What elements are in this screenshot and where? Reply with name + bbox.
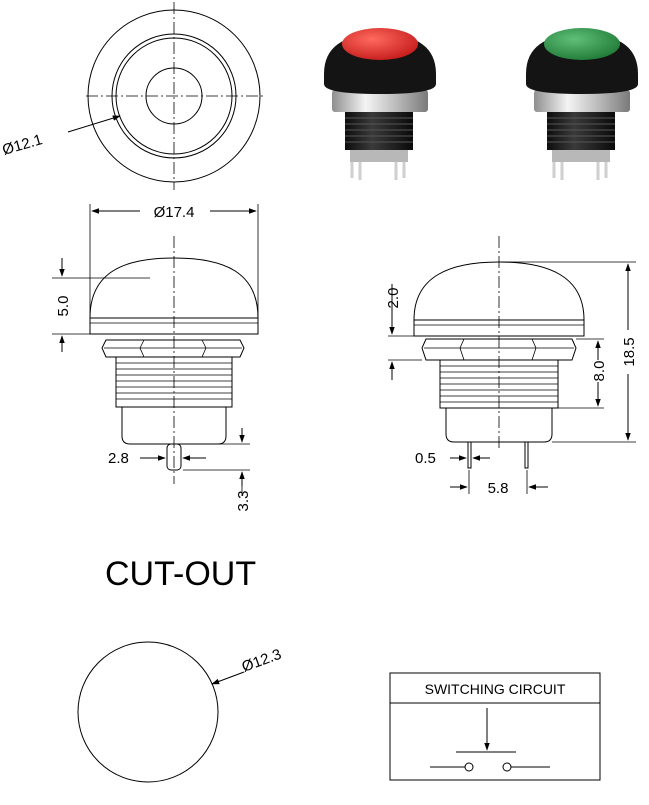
- right-cap-height-label: 2.0: [385, 288, 402, 309]
- circuit-terminal-right: [502, 762, 512, 772]
- right-hex-nut: [421, 338, 577, 361]
- switching-circuit-box: SWITCHING CIRCUIT: [389, 672, 601, 781]
- thread-length-label: 8.0: [591, 361, 608, 382]
- cap-height-label: 5.0: [55, 296, 72, 317]
- circuit-title: SWITCHING CIRCUIT: [425, 681, 566, 697]
- side-view-left: Ø17.4 5.0 2.8: [52, 204, 259, 512]
- pin-thickness-label: 0.5: [415, 450, 436, 467]
- red-switch-cap: [342, 28, 418, 60]
- right-terminal-pin-left: [467, 441, 472, 469]
- ring-diameter-leader: [67, 115, 121, 133]
- red-switch-terminals: [350, 160, 406, 180]
- circuit-terminal-left: [464, 762, 474, 772]
- red-switch-nut: [332, 90, 428, 112]
- side-view-right: 2.0 8.0 18.5 0.5 5.8: [385, 236, 638, 497]
- pin-length-label: 3.3: [235, 491, 252, 512]
- green-switch-base: [552, 148, 610, 162]
- cutout-diameter-label: Ø12.3: [240, 646, 284, 676]
- top-view: Ø12.1: [0, 2, 264, 190]
- total-height-label: 18.5: [621, 337, 638, 366]
- green-switch-cap: [544, 28, 620, 60]
- green-switch-terminals: [552, 160, 608, 180]
- outer-diameter-label: Ø17.4: [154, 204, 195, 221]
- cutout-diameter-leader: [211, 671, 245, 685]
- circuit-box-frame: [389, 672, 601, 781]
- pin-width-label: 2.8: [108, 450, 129, 467]
- left-hex-nut: [101, 339, 245, 358]
- red-switch-base: [350, 148, 408, 162]
- green-switch-nut: [534, 90, 630, 112]
- photo-green-switch: [526, 28, 638, 180]
- photo-red-switch: [324, 28, 436, 180]
- pin-spacing-label: 5.8: [488, 480, 509, 497]
- cutout-title: CUT-OUT: [105, 555, 256, 593]
- right-terminal-pin-right: [524, 441, 529, 469]
- ring-diameter-label: Ø12.1: [0, 131, 44, 159]
- cutout-section: CUT-OUT Ø12.3: [77, 555, 284, 783]
- cutout-hole-circle: [77, 641, 219, 783]
